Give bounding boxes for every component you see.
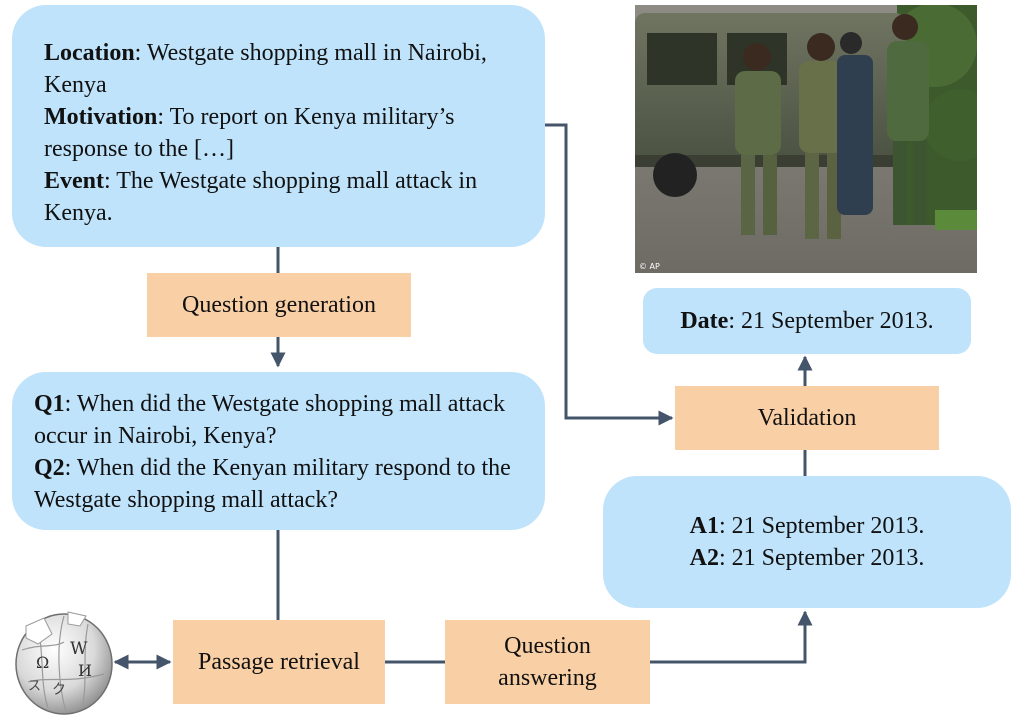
a2-label: A2 (689, 545, 720, 571)
svg-text:ク: ク (52, 682, 66, 698)
q1-text: : When did the Westgate shopping mall at… (34, 391, 506, 449)
event-value: : The Westgate shopping mall attack in K… (44, 168, 478, 226)
arrow-context-to-validation (545, 123, 674, 426)
svg-text:ス: ス (28, 679, 41, 694)
answers-box: A1: 21 September 2013. A2: 21 September … (603, 476, 1011, 608)
validation-step: Validation (675, 386, 939, 450)
question-1: Q1: When did the Westgate shopping mall … (34, 388, 521, 452)
news-photo-soldiers: © AP (635, 5, 977, 273)
arrow-qa-to-answers (650, 610, 813, 664)
event-label: Event (44, 168, 104, 194)
location-value: : Westgate shopping mall in Nairobi, Ken… (44, 40, 487, 98)
svg-text:Ω: Ω (36, 653, 49, 672)
question-answering-step: Question answering (445, 620, 650, 704)
q2-label: Q2 (34, 455, 65, 481)
wikipedia-globe-icon: W Ω И ク ス (15, 611, 113, 715)
photo-credit: © AP (639, 262, 660, 271)
date-label: Date (680, 308, 729, 334)
question-answering-label: Question answering (498, 633, 597, 691)
q2-text: : When did the Kenyan military respond t… (34, 455, 511, 513)
answer-1: A1: 21 September 2013. (690, 510, 925, 542)
soldier-figures (735, 14, 929, 239)
passage-retrieval-label: Passage retrieval (198, 649, 360, 675)
event-line: Event: The Westgate shopping mall attack… (44, 165, 515, 229)
questions-box: Q1: When did the Westgate shopping mall … (12, 372, 545, 530)
a1-text: : 21 September 2013. (719, 513, 925, 539)
date-result-box: Date: 21 September 2013. (643, 288, 971, 354)
motivation-value: : To report on Kenya military’s response… (44, 104, 455, 162)
motivation-line: Motivation: To report on Kenya military’… (44, 101, 515, 165)
date-text: : 21 September 2013. (728, 308, 934, 334)
validation-label: Validation (757, 405, 857, 431)
passage-retrieval-step: Passage retrieval (173, 620, 385, 704)
location-line: Location: Westgate shopping mall in Nair… (44, 37, 515, 101)
a1-label: A1 (689, 513, 720, 539)
context-box: Location: Westgate shopping mall in Nair… (12, 5, 545, 247)
question-generation-step: Question generation (147, 273, 411, 337)
a2-text: : 21 September 2013. (719, 545, 925, 571)
question-generation-label: Question generation (182, 292, 376, 318)
svg-text:W: W (70, 639, 88, 659)
location-label: Location (44, 40, 135, 66)
question-2: Q2: When did the Kenyan military respond… (34, 452, 521, 516)
answer-2: A2: 21 September 2013. (690, 542, 925, 574)
q1-label: Q1 (34, 391, 65, 417)
date-line: Date: 21 September 2013. (680, 305, 933, 337)
motivation-label: Motivation (44, 104, 158, 130)
svg-text:И: И (78, 661, 92, 680)
